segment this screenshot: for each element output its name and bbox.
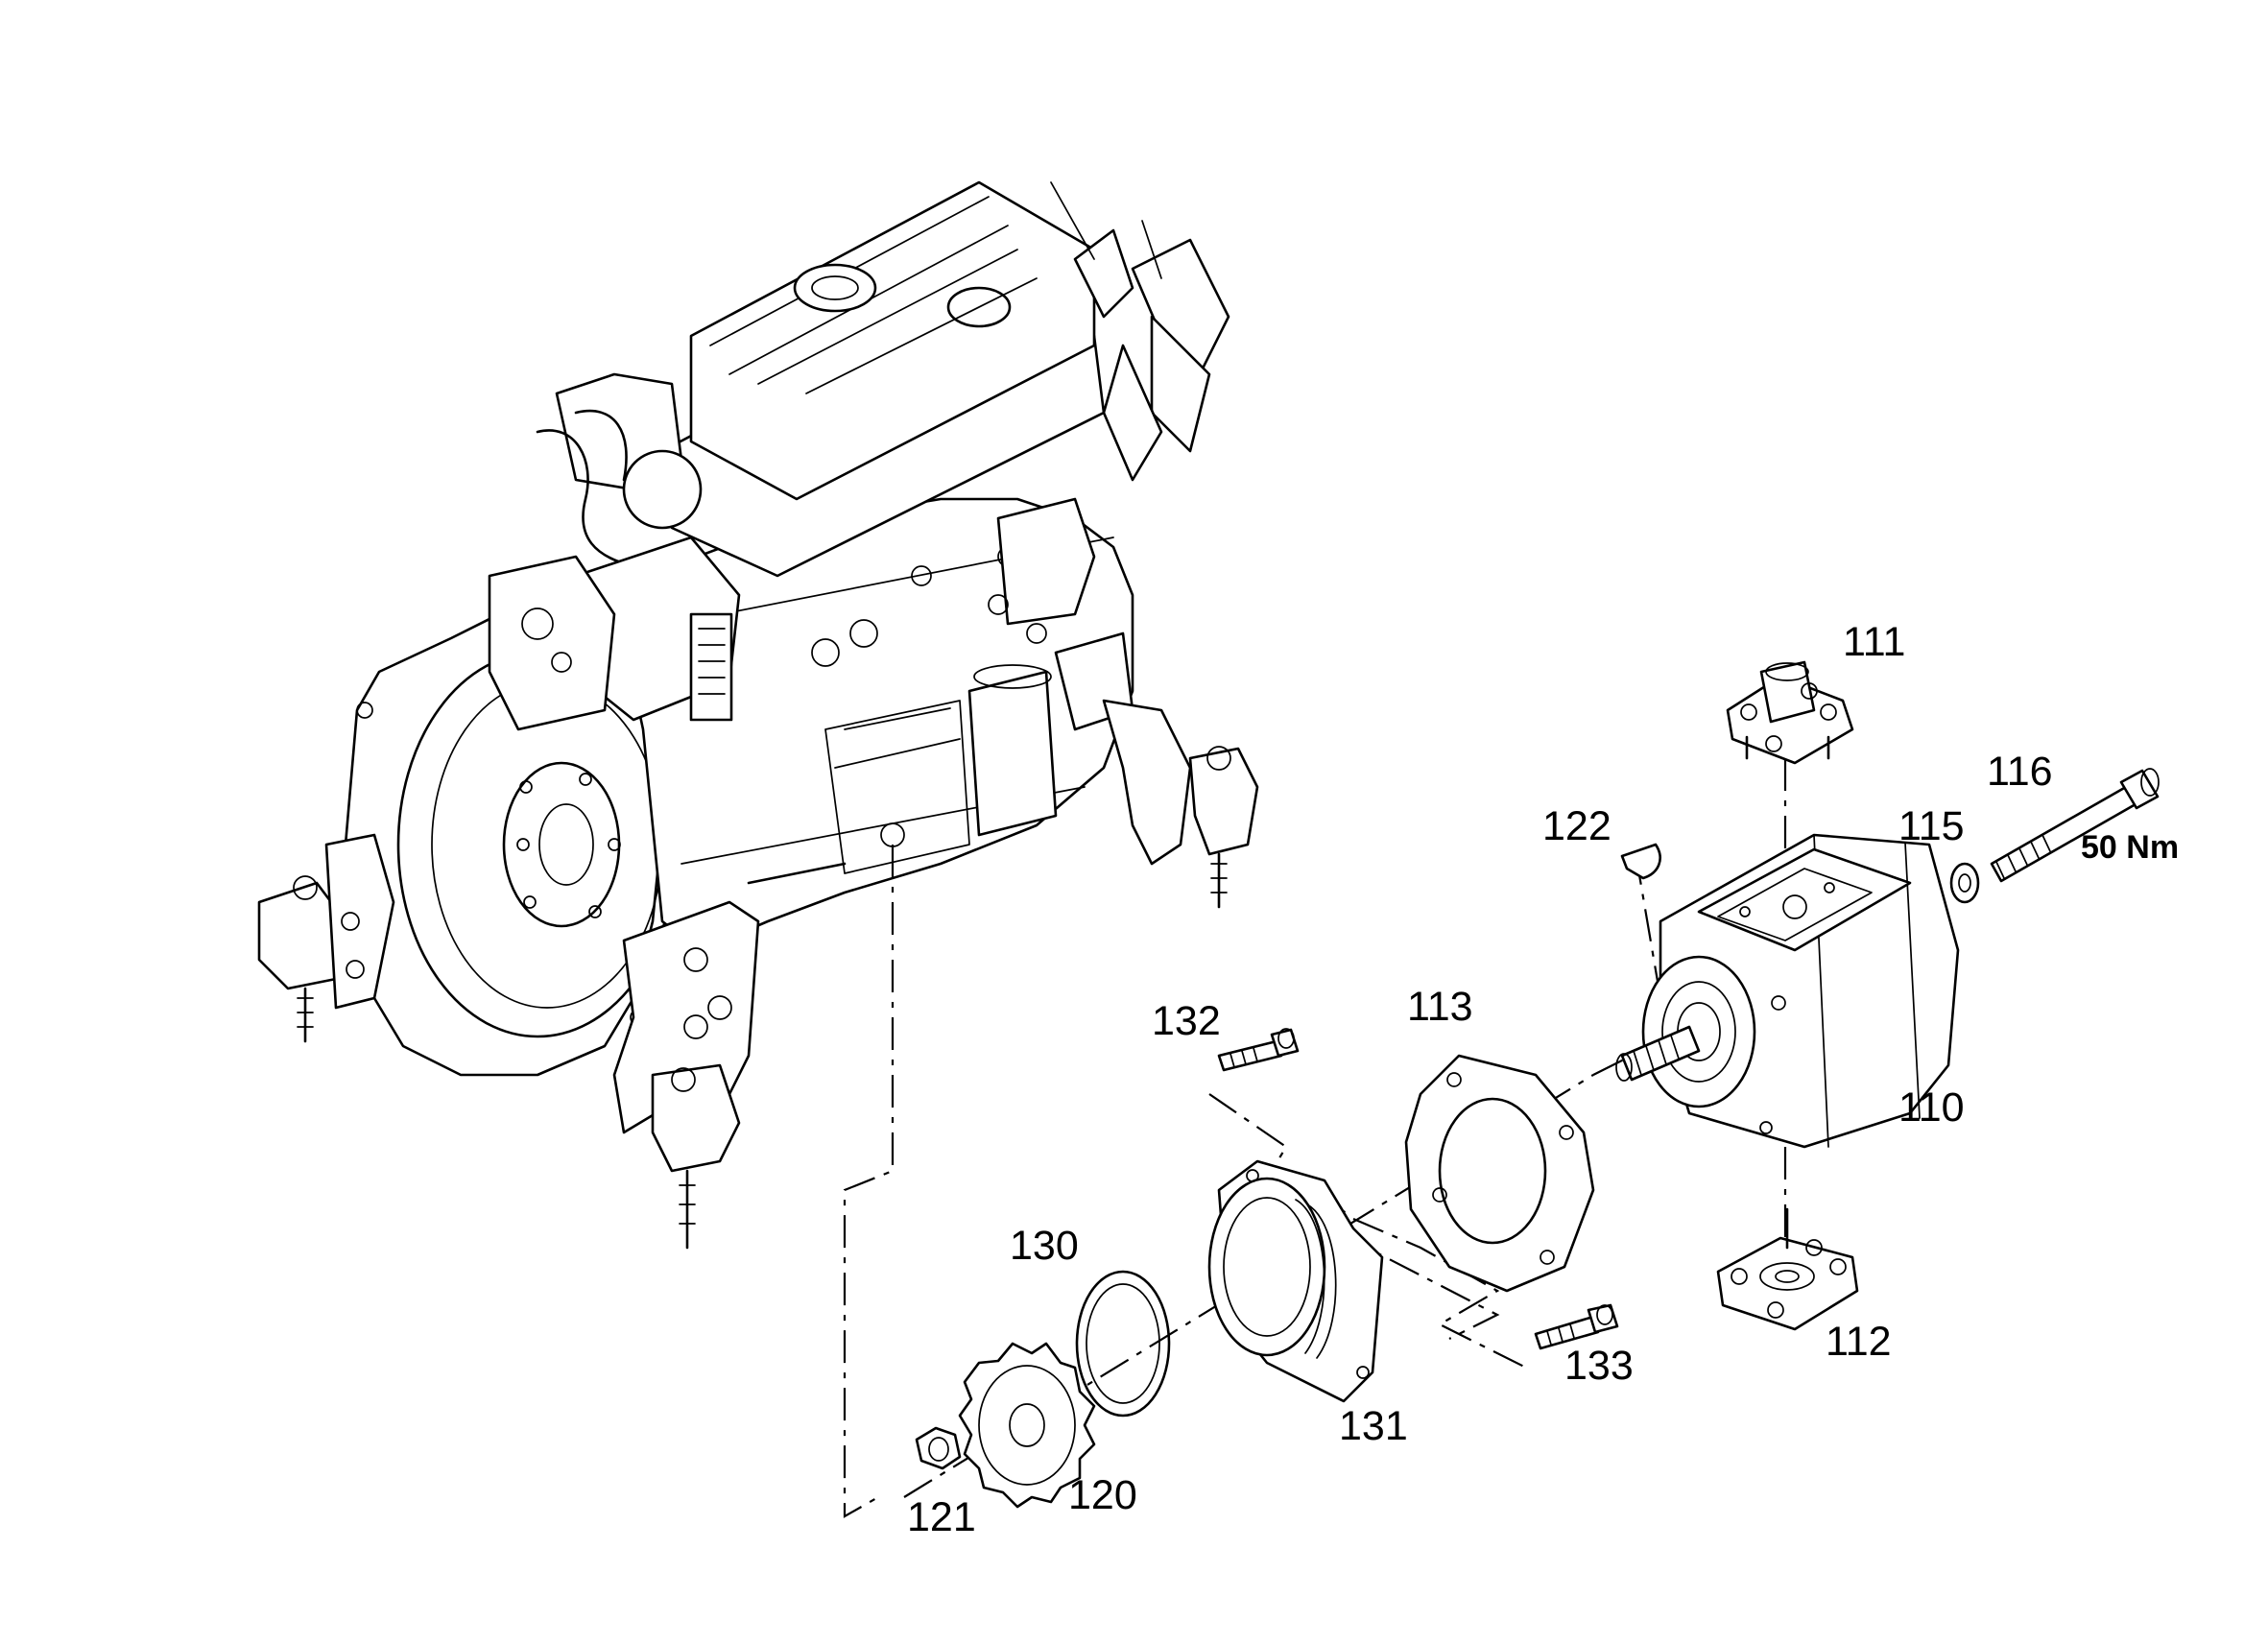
bolt-116 (1990, 768, 2160, 883)
gasket-113 (1404, 1054, 1595, 1293)
o-ring-130 (1075, 1270, 1171, 1418)
callout-121: 121 (907, 1494, 976, 1540)
screw-133 (1534, 1303, 1619, 1350)
callout-132: 132 (1152, 998, 1221, 1044)
callout-113: 113 (1407, 984, 1473, 1030)
callout-133: 133 (1564, 1343, 1634, 1389)
callout-122: 122 (1542, 803, 1611, 849)
engine-assembly (257, 180, 1259, 1250)
screw-132 (1217, 1028, 1300, 1072)
flange-111 (1726, 660, 1854, 765)
nut-121 (915, 1426, 962, 1470)
key-122 (1620, 843, 1661, 880)
callout-120: 120 (1068, 1472, 1137, 1518)
washer-115 (1949, 862, 1980, 904)
callout-labels: 111 116 50 Nm 122 115 113 132 110 130 11… (907, 619, 2179, 1540)
torque-spec-116: 50 Nm (2081, 829, 2179, 866)
callout-110: 110 (1898, 1084, 1965, 1131)
callout-130: 130 (1010, 1223, 1079, 1269)
callout-116: 116 (1987, 749, 2053, 795)
gear-120 (958, 1342, 1096, 1509)
callout-112: 112 (1826, 1319, 1892, 1365)
flange-112 (1716, 1207, 1859, 1331)
callout-131: 131 (1339, 1403, 1408, 1449)
adapter-housing-131 (1207, 1159, 1384, 1403)
callout-111: 111 (1843, 619, 1905, 665)
hydraulic-pump (1615, 833, 1960, 1149)
callout-115: 115 (1898, 803, 1965, 849)
